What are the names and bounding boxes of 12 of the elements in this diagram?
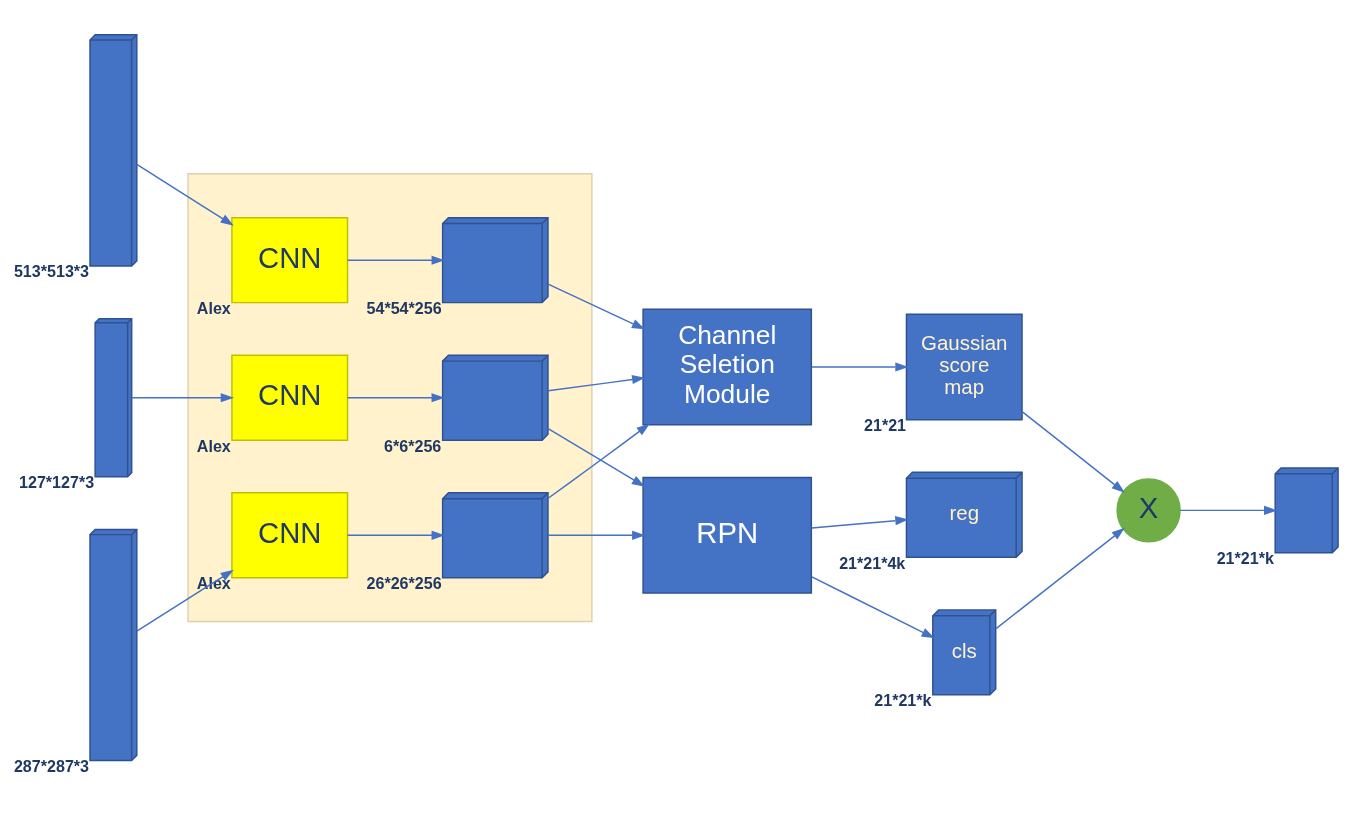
node-label: 21*21*4k	[839, 553, 906, 572]
node-label: 54*54*256	[366, 299, 442, 318]
node-label: 513*513*3	[13, 262, 90, 281]
node-label: 26*26*256	[366, 574, 442, 593]
node-label: 21*21*k	[874, 691, 932, 710]
node-label: 21*21*k	[1216, 549, 1274, 568]
node-label: Alex	[196, 299, 231, 318]
node-label: 21*21	[864, 416, 907, 435]
node-label: 6*6*256	[384, 436, 442, 455]
node-label: 127*127*3	[19, 473, 95, 492]
node-label: Alex	[196, 436, 231, 455]
node-label: 287*287*3	[13, 757, 90, 775]
